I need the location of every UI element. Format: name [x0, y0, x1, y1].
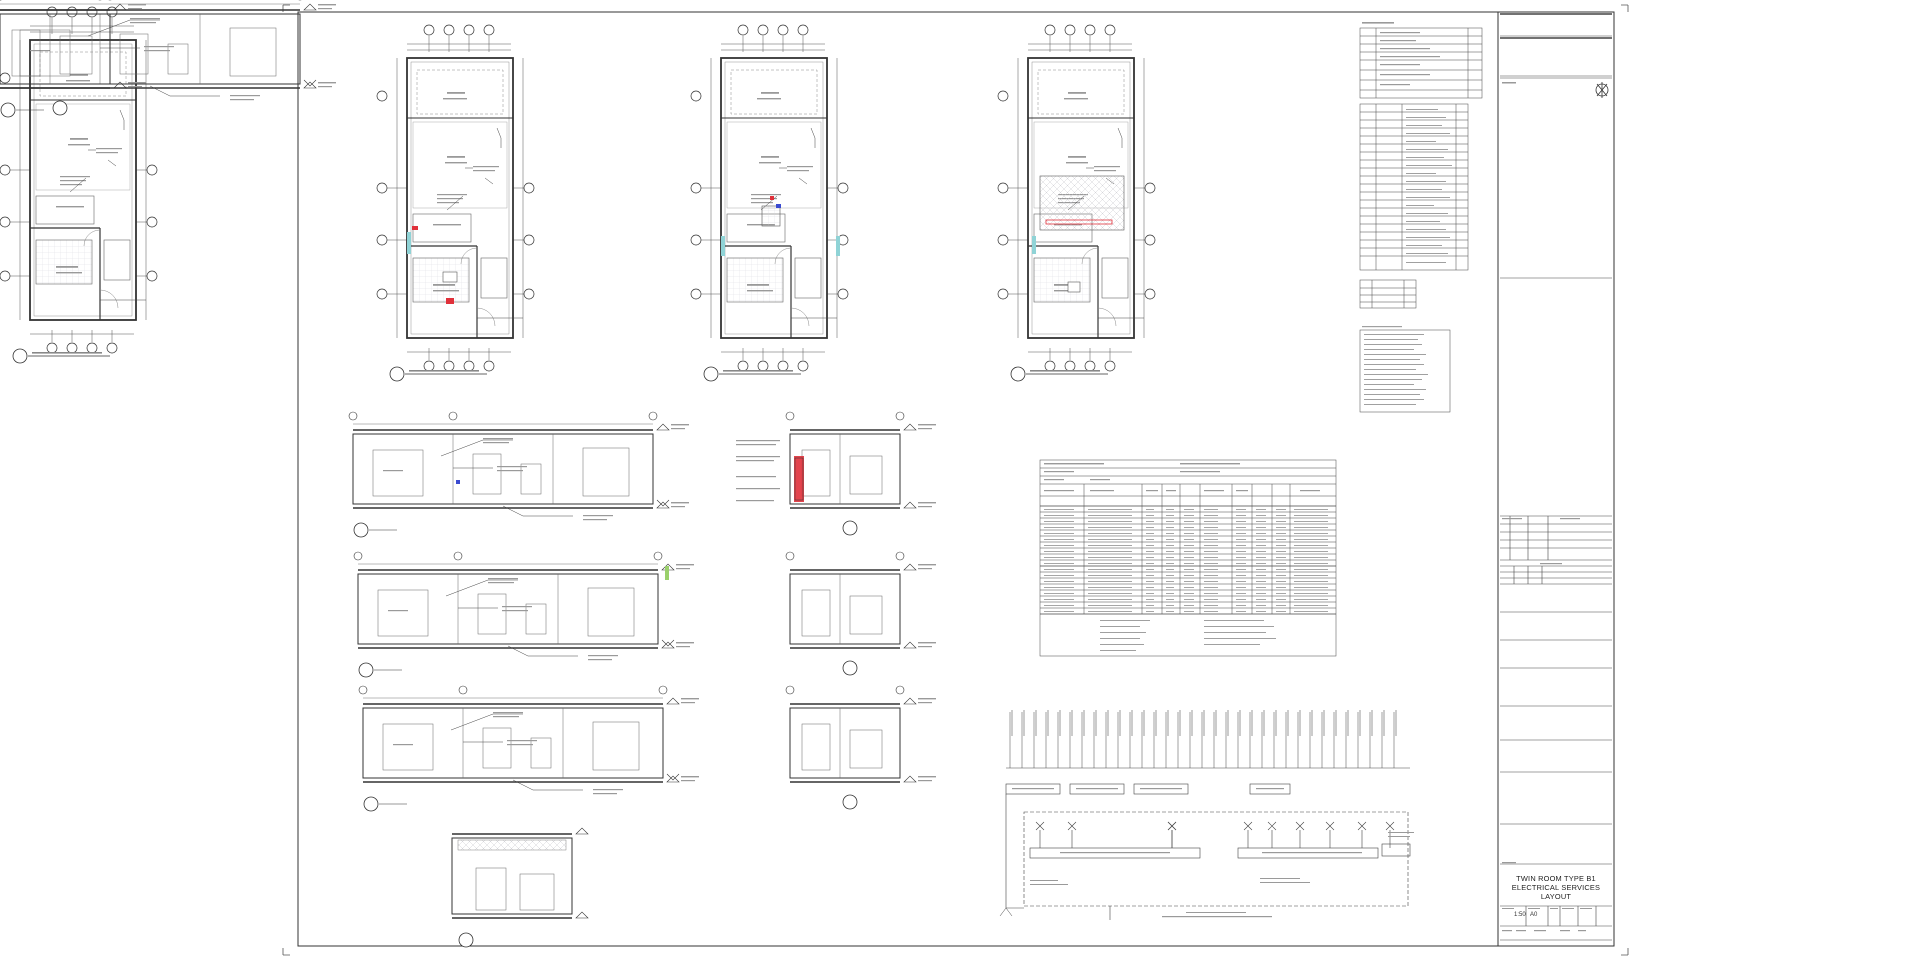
north-arrow-icon — [1595, 82, 1609, 98]
plan-2-accents — [721, 196, 840, 256]
section-g — [451, 827, 589, 948]
section-c — [358, 685, 700, 812]
abbreviations-box — [1359, 326, 1451, 413]
section-wide-template — [0, 0, 336, 118]
section-b-accent — [665, 566, 669, 580]
legend-lighting-text — [1406, 109, 1452, 263]
load-schedule-table — [1039, 459, 1337, 657]
plan-view-1 — [376, 24, 535, 382]
section-d — [785, 411, 937, 536]
sheet-size-value: A0 — [1530, 912, 1538, 918]
section-a — [348, 411, 690, 538]
section-narrow-template — [0, 0, 146, 116]
section-e — [785, 551, 937, 676]
drawing-title: TWIN ROOM TYPE B1 ELECTRICAL SERVICES LA… — [1506, 874, 1606, 901]
section-a-accent — [456, 480, 460, 484]
load-schedule-row-text — [1044, 509, 1328, 612]
title-block-text-lines — [1502, 82, 1592, 932]
section-b — [353, 551, 695, 678]
title-block — [1500, 13, 1612, 941]
section-d-riser — [736, 440, 804, 502]
plan-view-2 — [690, 24, 849, 382]
scale-value: 1:50 — [1514, 912, 1526, 918]
plan-3-accents — [1032, 175, 1125, 293]
floor-plan-template — [0, 6, 158, 364]
section-f — [785, 685, 937, 810]
sheet-border — [297, 11, 1615, 947]
plan-1-accents — [407, 226, 458, 304]
load-schedule-notes — [1100, 620, 1276, 651]
drawing-title-line-1: TWIN ROOM TYPE B1 — [1516, 874, 1596, 883]
legend-data — [1359, 279, 1417, 309]
load-schedule-text — [1044, 463, 1320, 492]
single-line-diagram — [999, 710, 1414, 920]
crop-marks — [282, 4, 1629, 956]
drawing-title-line-2: ELECTRICAL SERVICES LAYOUT — [1511, 883, 1601, 901]
legend-small-power — [1359, 27, 1483, 99]
legend-lighting — [1359, 103, 1469, 271]
legend-small-power-text — [1362, 22, 1440, 86]
